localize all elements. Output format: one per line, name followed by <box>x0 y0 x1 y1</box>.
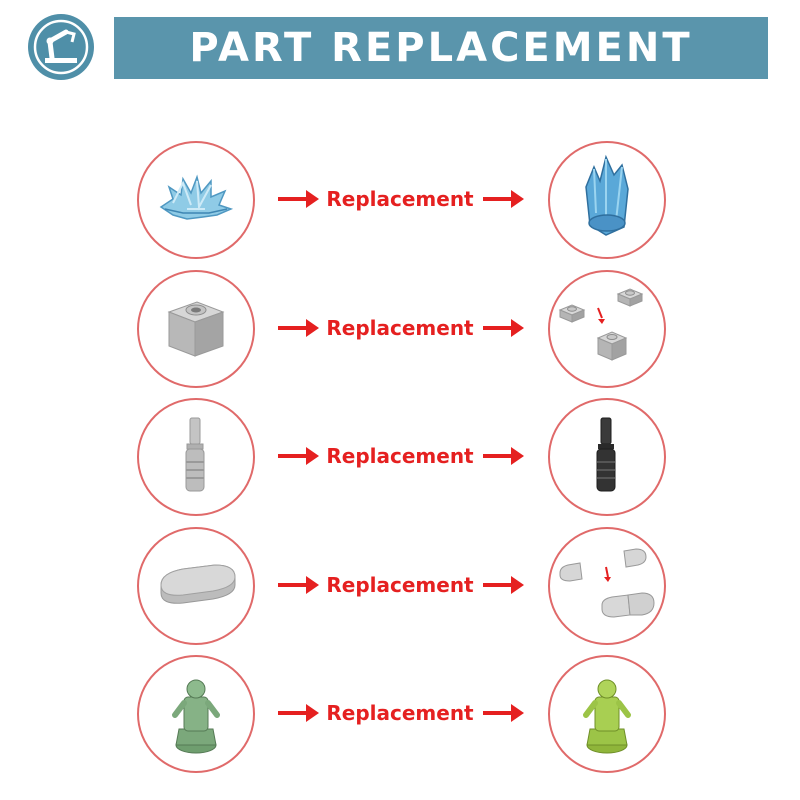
arrow-right-icon <box>278 704 319 722</box>
replacement-part-circle <box>548 270 666 388</box>
original-part-circle <box>137 655 255 773</box>
replacement-label: Replacement <box>326 701 474 725</box>
replacement-row: Replacement <box>0 655 800 775</box>
title-banner: PART REPLACEMENT <box>114 17 768 79</box>
arrow-right-icon <box>278 190 319 208</box>
replacement-label: Replacement <box>326 187 474 211</box>
arrow-right-icon <box>278 447 319 465</box>
replacement-connector: Replacement <box>276 184 524 214</box>
crystal-cluster-icon <box>159 174 234 220</box>
screwdriver-grey-icon <box>185 417 205 492</box>
replacement-part-circle <box>548 527 666 645</box>
tile-1x2-round-icon <box>160 564 236 604</box>
arrow-right-icon <box>278 576 319 594</box>
replacement-connector: Replacement <box>276 313 524 343</box>
replacement-connector: Replacement <box>276 570 524 600</box>
robot-arm-icon <box>33 19 89 75</box>
screwdriver-black-icon <box>596 417 616 492</box>
replacement-connector: Replacement <box>276 441 524 471</box>
replacement-connector: Replacement <box>276 698 524 728</box>
replacement-row: Replacement <box>0 270 800 390</box>
arrow-right-icon <box>483 319 524 337</box>
original-part-circle <box>137 141 255 259</box>
arrow-right-icon <box>278 319 319 337</box>
logo <box>28 14 94 80</box>
tile-halves-icon <box>559 548 655 618</box>
replacement-row: Replacement <box>0 527 800 647</box>
replacement-label: Replacement <box>326 316 474 340</box>
arrow-right-icon <box>483 447 524 465</box>
statuette-green-icon <box>172 679 220 754</box>
original-part-circle <box>137 270 255 388</box>
tall-crystal-icon <box>585 154 629 236</box>
brick-1x1-icon <box>167 301 225 357</box>
replacement-row: Replacement <box>0 398 800 518</box>
page-title: PART REPLACEMENT <box>189 25 693 71</box>
arrow-right-icon <box>483 576 524 594</box>
arrow-right-icon <box>483 704 524 722</box>
original-part-circle <box>137 398 255 516</box>
arrow-right-icon <box>483 190 524 208</box>
replacement-row: Replacement <box>0 141 800 261</box>
replacement-part-circle <box>548 398 666 516</box>
plates-1x1-icon <box>558 288 644 361</box>
replacement-part-circle <box>548 141 666 259</box>
replacement-label: Replacement <box>326 444 474 468</box>
statuette-lime-icon <box>583 679 631 754</box>
replacement-part-circle <box>548 655 666 773</box>
replacement-label: Replacement <box>326 573 474 597</box>
original-part-circle <box>137 527 255 645</box>
